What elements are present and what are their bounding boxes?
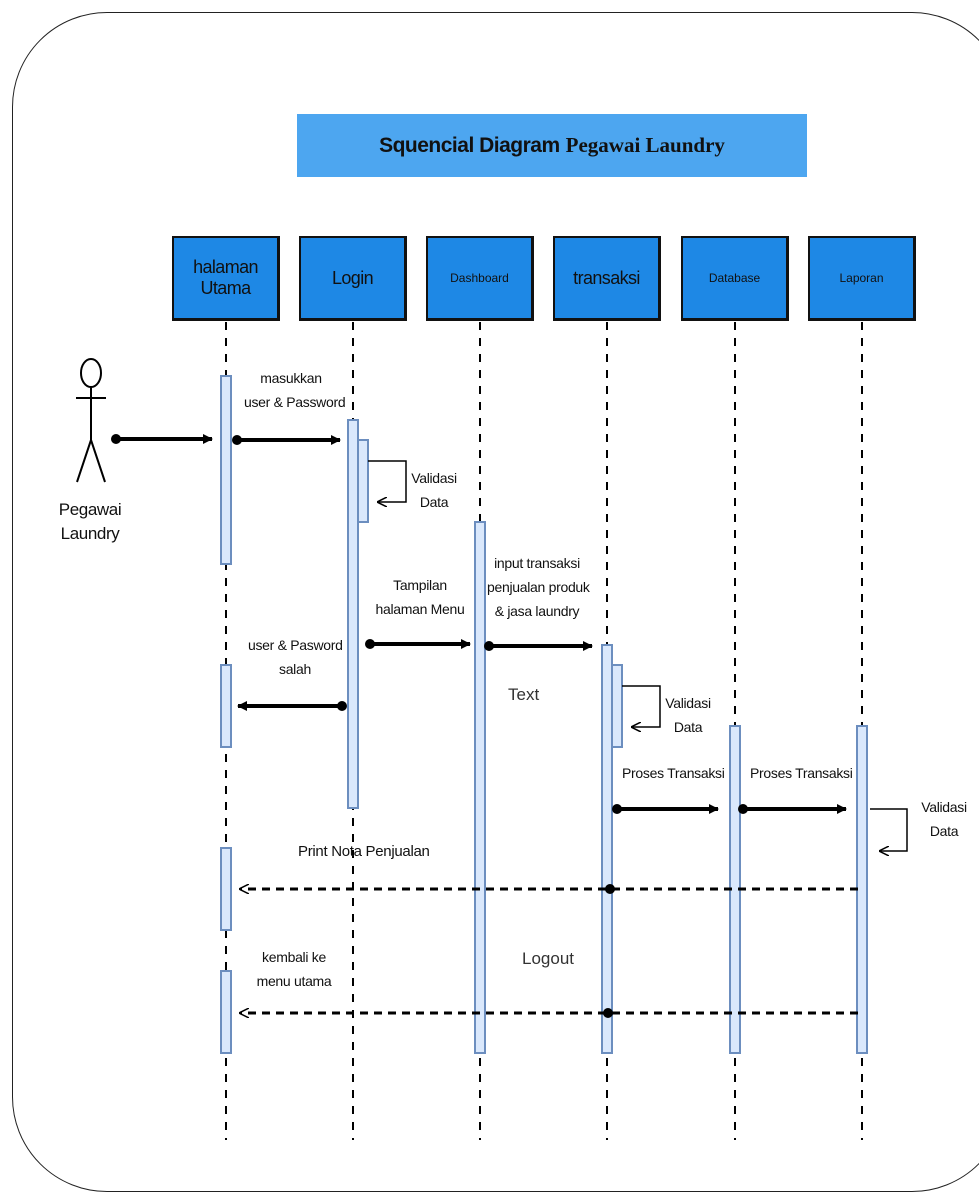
label-line: Print Nota Penjualan bbox=[298, 843, 430, 860]
label-line: input transaksi bbox=[494, 555, 580, 571]
lifeline-dashboard: Dashboard bbox=[426, 236, 534, 321]
lifeline-login: Login bbox=[299, 236, 407, 321]
diagram-title: Squencial Diagram Pegawai Laundry bbox=[297, 114, 807, 177]
label-line: penjualan produk bbox=[487, 579, 590, 595]
label-print-nota: Print Nota Penjualan bbox=[298, 840, 430, 864]
label-line: kembali ke bbox=[262, 949, 326, 965]
actor-leg-left bbox=[76, 439, 92, 483]
lifeline-halaman-utama: halaman Utama bbox=[172, 236, 280, 321]
activation-transaksi-self bbox=[611, 664, 623, 748]
msg-start-dot bbox=[232, 435, 242, 445]
actor-head bbox=[80, 358, 102, 388]
label-line: Validasi bbox=[665, 695, 711, 711]
label-input-transaksi: input transaksi penjualan produk & jasa … bbox=[487, 551, 590, 623]
activation-utama-2 bbox=[220, 664, 232, 748]
msg-dot-kembali bbox=[603, 1008, 613, 1018]
label-line: Tampilan bbox=[393, 577, 447, 593]
lifeline-label: Login bbox=[331, 267, 374, 288]
actor-leg-right bbox=[90, 439, 106, 483]
activation-transaksi bbox=[601, 644, 613, 1054]
label-logout: Logout bbox=[522, 949, 574, 968]
msg-start-dot bbox=[111, 434, 121, 444]
lifeline-label: Database bbox=[708, 271, 761, 285]
label-validasi-laporan: Validasi Data bbox=[914, 795, 974, 843]
msg-start-dot bbox=[612, 804, 622, 814]
label-tampilan: Tampilan halaman Menu bbox=[375, 573, 465, 621]
title-part-1: Squencial Diagram bbox=[379, 133, 560, 157]
msg-dot-print bbox=[605, 884, 615, 894]
label-line: Data bbox=[673, 719, 703, 735]
label-line: Proses Transaksi bbox=[622, 765, 725, 781]
msg-start-dot bbox=[738, 804, 748, 814]
label-line: Proses Transaksi bbox=[750, 765, 853, 781]
activation-login-self bbox=[357, 439, 369, 523]
lifeline-label: transaksi bbox=[573, 267, 640, 288]
label-kembali: kembali ke menu utama bbox=[248, 945, 340, 993]
self-validasi-login bbox=[368, 460, 407, 502]
activation-dashboard bbox=[474, 521, 486, 1054]
self-validasi-transaksi bbox=[622, 685, 661, 727]
msg-start-dot bbox=[337, 701, 347, 711]
actor-figure bbox=[76, 358, 106, 483]
label-salah: user & Pasword salah bbox=[248, 633, 343, 681]
lifeline-dashes bbox=[225, 322, 863, 1140]
activation-laporan bbox=[856, 725, 868, 1054]
actor-name-line2: Laundry bbox=[60, 524, 120, 543]
label-masukkan: masukkan user & Password bbox=[244, 366, 346, 414]
lifeline-laporan: Laporan bbox=[808, 236, 916, 321]
activation-utama-3 bbox=[220, 847, 232, 931]
lifeline-label: Dashboard bbox=[450, 271, 509, 285]
label-line: user & Password bbox=[244, 394, 346, 410]
label-line: halaman Menu bbox=[375, 601, 465, 617]
label-validasi-login: Validasi Data bbox=[404, 466, 464, 514]
lifeline-label: Laporan bbox=[839, 271, 884, 285]
label-line: user & Pasword bbox=[248, 637, 343, 653]
label-proses-1: Proses Transaksi bbox=[622, 761, 725, 785]
activation-utama-1 bbox=[220, 375, 232, 565]
msg-start-dot bbox=[365, 639, 375, 649]
label-line: Validasi bbox=[411, 470, 457, 486]
activation-login bbox=[347, 419, 359, 809]
actor-name-line1: Pegawai bbox=[58, 500, 122, 519]
label-line: menu utama bbox=[256, 973, 332, 989]
actor-label: Pegawai Laundry bbox=[52, 498, 128, 546]
label-line: Data bbox=[929, 823, 959, 839]
msg-start-dot bbox=[484, 641, 494, 651]
self-validasi-laporan bbox=[870, 808, 908, 851]
label-line: Data bbox=[419, 494, 449, 510]
label-proses-2: Proses Transaksi bbox=[750, 761, 853, 785]
lifeline-label: halaman Utama bbox=[193, 257, 258, 298]
label-line: & jasa laundry bbox=[494, 603, 580, 619]
label-text-note: Text bbox=[508, 685, 540, 704]
label-line: masukkan bbox=[260, 370, 322, 386]
label-line: salah bbox=[279, 661, 311, 677]
lifeline-database: Database bbox=[681, 236, 789, 321]
label-line: Validasi bbox=[921, 799, 967, 815]
label-validasi-transaksi: Validasi Data bbox=[658, 691, 718, 739]
title-part-2: Pegawai Laundry bbox=[565, 133, 725, 157]
lifeline-transaksi: transaksi bbox=[553, 236, 661, 321]
activation-utama-4 bbox=[220, 970, 232, 1054]
